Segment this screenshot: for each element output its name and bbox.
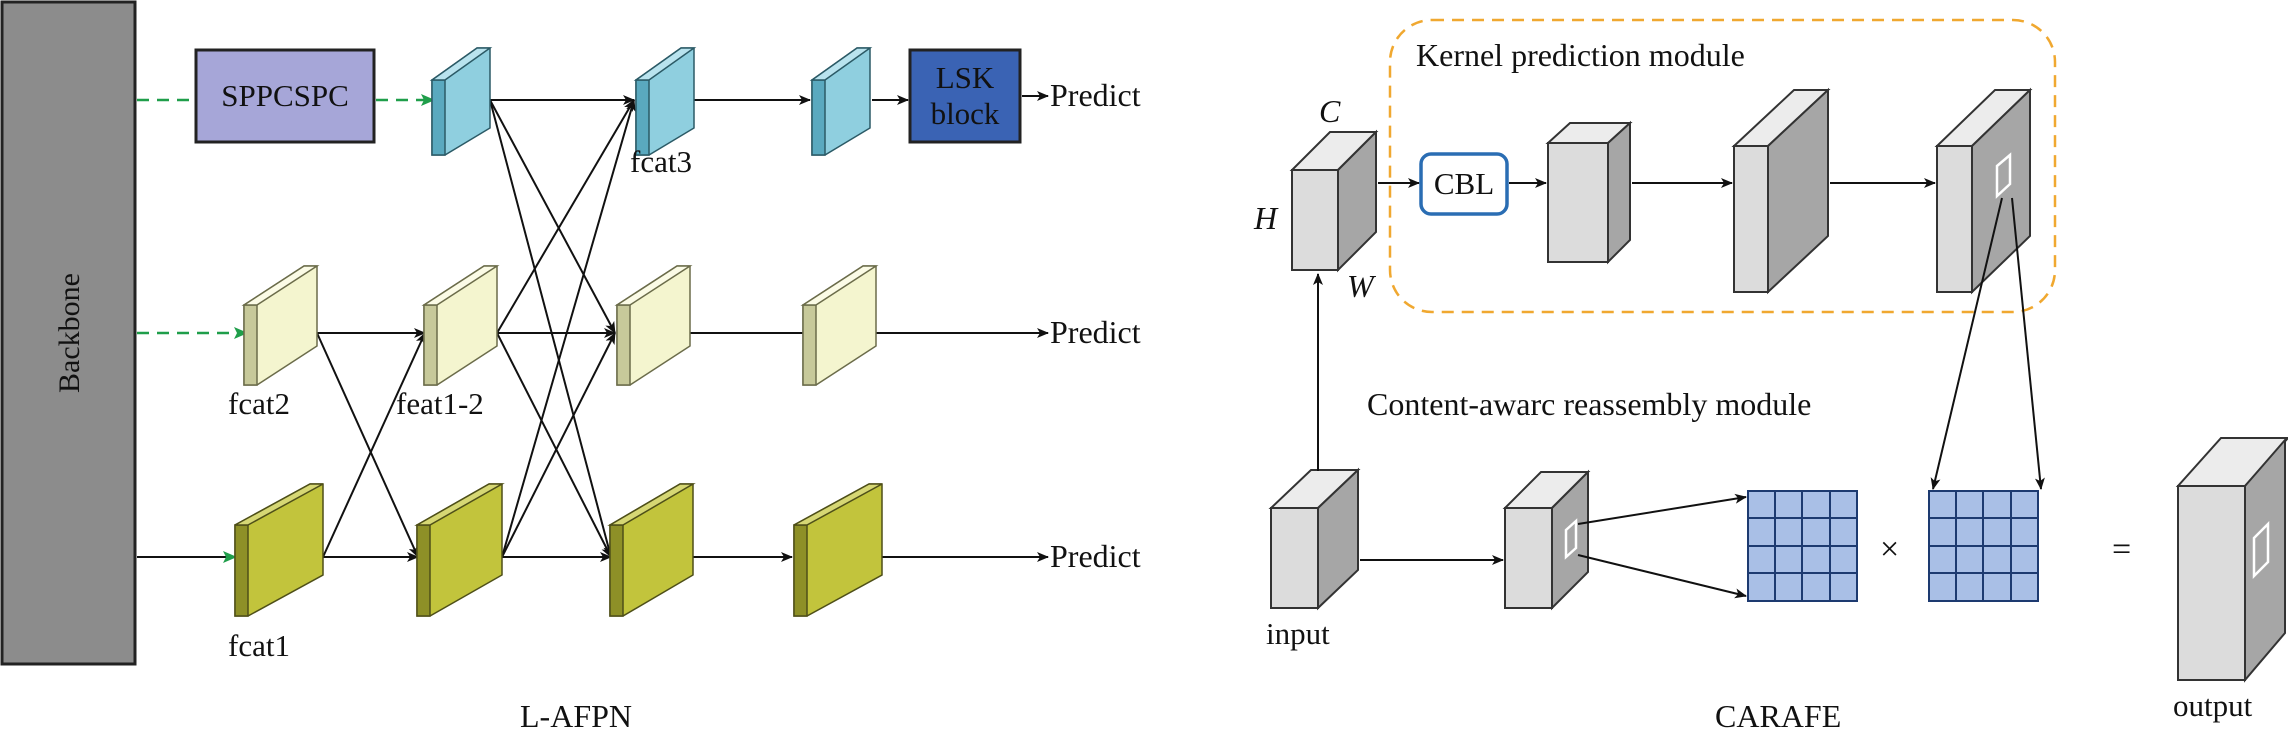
- kernel-prediction-module-label: Kernel prediction module: [1416, 37, 1745, 73]
- lafpn-connections: [316, 91, 1049, 562]
- output-cube: [2175, 437, 2288, 683]
- cbl-box: [1419, 152, 1509, 216]
- lafpn-caption: L-AFPN: [520, 698, 633, 734]
- feature-map-olive-fcat1: [234, 483, 324, 617]
- input-cube: [1268, 467, 1361, 611]
- kernel-cube-2: [1731, 87, 1831, 295]
- fcat1-label: fcat1: [228, 628, 290, 663]
- dim-c-label: C: [1319, 93, 1341, 129]
- dim-w-label: W: [1347, 268, 1374, 304]
- feature-map-blue-fcat3: [633, 47, 697, 156]
- feature-map-cream-feat1-2: [421, 265, 500, 386]
- feature-map-olive-3: [607, 483, 696, 617]
- kernel-cube-3: [1934, 87, 2033, 295]
- kernel-cube-1: [1545, 120, 1633, 265]
- fcat3-label: fcat3: [630, 144, 692, 179]
- dim-h-label: H: [1254, 200, 1278, 236]
- grid-4x4-left: [1747, 490, 1858, 602]
- times-symbol: ×: [1880, 531, 1900, 568]
- lsk-block-label: LSK block: [930, 60, 1000, 131]
- sppcspc-box: [194, 48, 376, 144]
- feature-cube-chw: [1289, 129, 1379, 273]
- sppcspc-label: SPPCSPC: [221, 78, 349, 114]
- fcat2-label: fcat2: [228, 386, 290, 421]
- feat1-2-label: feat1-2: [396, 386, 484, 421]
- predict-bottom-label: Predict: [1050, 538, 1141, 574]
- cbl-label: CBL: [1433, 166, 1495, 202]
- reassembly-cube: [1502, 469, 1591, 611]
- feature-map-blue-3: [809, 47, 873, 156]
- predict-top-label: Predict: [1050, 77, 1141, 113]
- input-label: input: [1266, 616, 1330, 651]
- backbone-label: Backbone: [53, 273, 86, 393]
- grid-4x4-right: [1928, 490, 2039, 602]
- feature-map-blue-1: [429, 47, 493, 156]
- carafe-connections: [1313, 178, 2045, 599]
- feature-map-cream-3: [614, 265, 693, 386]
- predict-mid-label: Predict: [1050, 314, 1141, 350]
- feature-map-olive-2: [414, 483, 505, 617]
- feature-map-olive-4: [793, 483, 883, 617]
- lsk-block-box: [908, 48, 1022, 144]
- output-label: output: [2173, 688, 2253, 723]
- kernel-prediction-region: [1388, 18, 2057, 314]
- feature-map-cream-fcat2: [241, 265, 320, 386]
- carafe-caption: CARAFE: [1715, 698, 1842, 734]
- backbone-bar: [0, 0, 137, 666]
- content-aware-reassembly-label: Content-awarc reassembly module: [1367, 386, 1812, 422]
- equals-symbol: =: [2112, 531, 2132, 568]
- feature-map-cream-4: [800, 265, 879, 386]
